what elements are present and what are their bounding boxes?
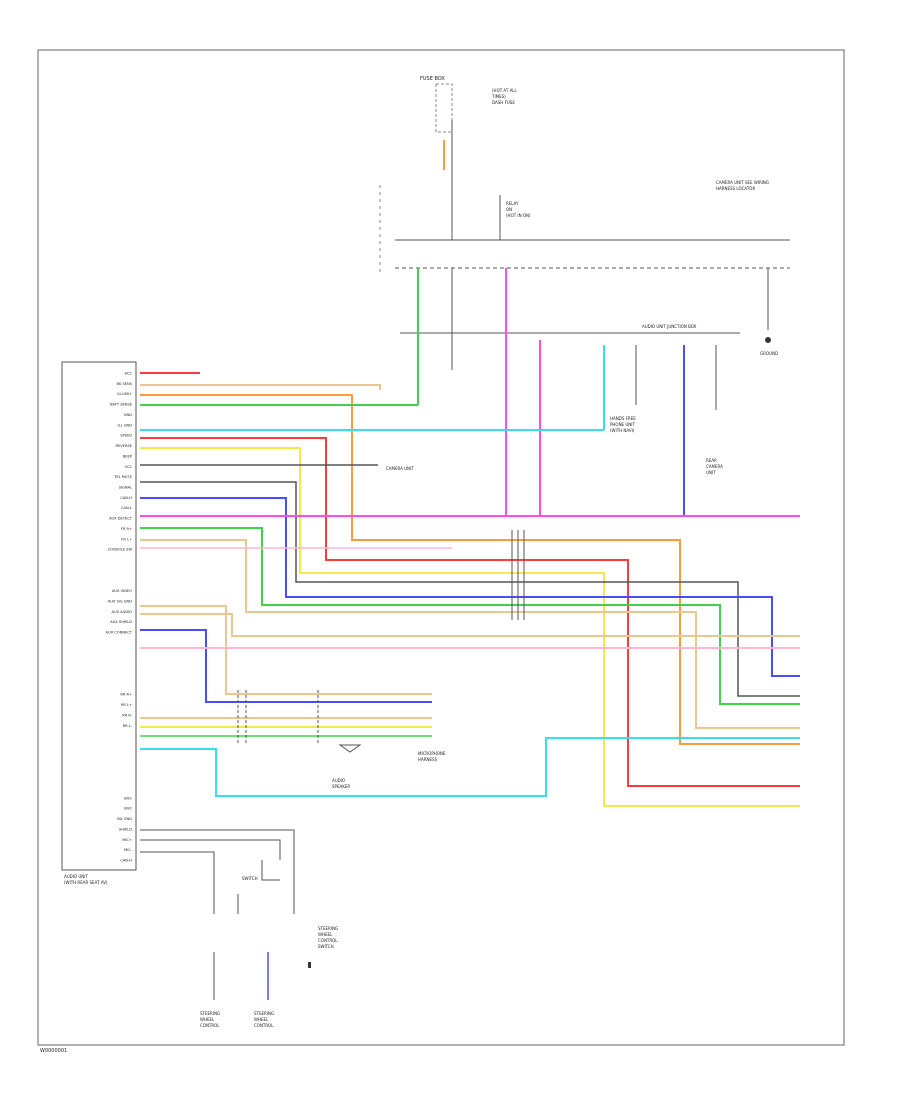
audio-pin-label: AUX SIG GND (108, 599, 132, 603)
bottom-right-3: CONTROL (254, 1023, 274, 1028)
wire-tan-4 (140, 613, 800, 637)
audio-unit-label: AUDIO UNIT (64, 874, 88, 879)
wire-tan-3 (140, 605, 432, 695)
steering-label-2: WHEEL (318, 932, 333, 937)
audio-pin-label: FR R+ (121, 527, 132, 531)
wire-green-2 (140, 527, 800, 705)
audio-pin-label: SPEED (120, 434, 132, 438)
audio-pin-label: ACC (125, 372, 133, 376)
wire-gray-2 (140, 481, 800, 697)
wire-blue-2 (140, 629, 432, 703)
wire-cyan-2 (140, 737, 800, 797)
bottom-right-1: STEERING (254, 1011, 274, 1016)
audio-pin-label: SW1 (124, 796, 132, 800)
audio-pin-label: VCC (125, 465, 133, 469)
wire-tan-2 (140, 539, 800, 729)
audio-pin-label: TEL MUTE (113, 475, 133, 479)
rear-camera-label-2: CAMERA (706, 464, 723, 469)
audio-pin-label: BK SENS (117, 382, 133, 386)
rear-camera-label-1: REAR (706, 458, 717, 463)
audio-pin-label: RR R+ (120, 693, 132, 697)
audio-pin-label: AUX AUDIO (112, 610, 133, 614)
left-connector-1: HANDS FREE (610, 416, 636, 421)
mic-label-1: MICROPHONE (418, 751, 446, 756)
audio-pin-label: AUX SHIELD (110, 620, 132, 624)
steering-label-1: STEERING (318, 926, 338, 931)
bottom-right-2: WHEEL (254, 1017, 269, 1022)
audio-pin-label: SHIELD (119, 827, 132, 831)
audio-pin-label: CAN-H (120, 496, 132, 500)
speaker-label-2: SPEAKER (332, 784, 350, 789)
steering-label-3: CONTROL (318, 938, 338, 943)
audio-pin-label: REVERSE (115, 444, 132, 448)
bottom-left-2: WHEEL (200, 1017, 215, 1022)
camera-label: CAMERA UNIT (386, 466, 414, 471)
audio-pin-label: RR R- (122, 713, 132, 717)
audio-pin-label: CAN-L (121, 506, 132, 510)
relay-desc-3: (HOT IN ON) (506, 213, 531, 218)
upper-box-label-2: HARNESS LOCATOR (716, 186, 755, 191)
wire-tan-1 (140, 384, 381, 390)
audio-pin-label: CAN-H (120, 859, 132, 863)
audio-pin-label: BATT SENSE (110, 403, 133, 407)
audio-pin-label: GND (124, 413, 132, 417)
audio-pin-label: MIC- (124, 848, 133, 852)
left-connector-3: (WITH NAVI) (610, 428, 635, 433)
relay-desc-2: ON (506, 207, 512, 212)
audio-pin-label: RR L+ (121, 703, 132, 707)
audio-pin-labels: ACC BK SENS ILLUMI+ BATT SENSE GND ILL GND SPE… (106, 372, 133, 863)
steering-sub-1: SWITCH (242, 876, 258, 881)
audio-pin-label: RR L- (123, 724, 133, 728)
lower-box-label: AUDIO UNIT JUNCTION BOX (642, 324, 697, 329)
audio-pin-label: BEEP (123, 454, 133, 458)
audio-unit: AUDIO UNIT (WITH REAR SEAT AV) (61, 361, 137, 885)
rear-camera-label-3: UNIT (706, 470, 716, 475)
audio-unit-label-2: (WITH REAR SEAT AV) (64, 880, 108, 885)
relay-desc-1: RELAY (506, 201, 519, 206)
audio-pin-label: CONSOLE SW (108, 548, 133, 552)
ground-symbol (765, 337, 771, 343)
wire-blue-1 (140, 497, 800, 677)
bottom-left-3: CONTROL (200, 1023, 220, 1028)
mic-label-2: HARNESS (418, 757, 438, 762)
wire-orange-1 (140, 394, 800, 745)
audio-pin-label: AUX DETECT (109, 517, 133, 521)
audio-pin-label: SW GND (117, 817, 132, 821)
bottom-left-1: STEERING (200, 1011, 220, 1016)
left-connector-2: PHONE UNIT (610, 422, 635, 427)
fuse-desc-2: TIMES) (491, 94, 506, 99)
audio-pin-label: AUX CONNECT (106, 631, 133, 635)
fuse-box-label: FUSE BOX (420, 76, 445, 82)
ground-label: GROUND (760, 351, 778, 356)
diagram-frame (37, 49, 845, 1046)
wire-red-2 (140, 437, 800, 787)
audio-pin-label: SW2 (124, 807, 132, 811)
footer-code: W0000001 (40, 1048, 67, 1054)
upper-box-label: CAMERA UNIT SEE WIRING (716, 180, 769, 185)
fuse-box: FUSE BOX (HOT AT ALL TIMES) DASH FUSE (420, 76, 518, 240)
audio-pin-label: FR L+ (121, 537, 132, 541)
wire-yellow-1 (140, 447, 800, 807)
steering-label-4: SWITCH (318, 944, 334, 949)
audio-pin-label: AUX VIDEO (112, 589, 132, 593)
audio-pin-label: SIGNAL (119, 485, 132, 489)
fuse-desc-1: (HOT AT ALL (492, 88, 518, 93)
speaker-label-1: AUDIO (332, 778, 345, 783)
audio-pin-label: ILL GND (118, 423, 133, 427)
fuse-desc-3: DASH FUSE (492, 100, 515, 105)
audio-pin-label: ILLUMI+ (117, 392, 132, 396)
audio-pin-label: MIC+ (122, 838, 132, 842)
